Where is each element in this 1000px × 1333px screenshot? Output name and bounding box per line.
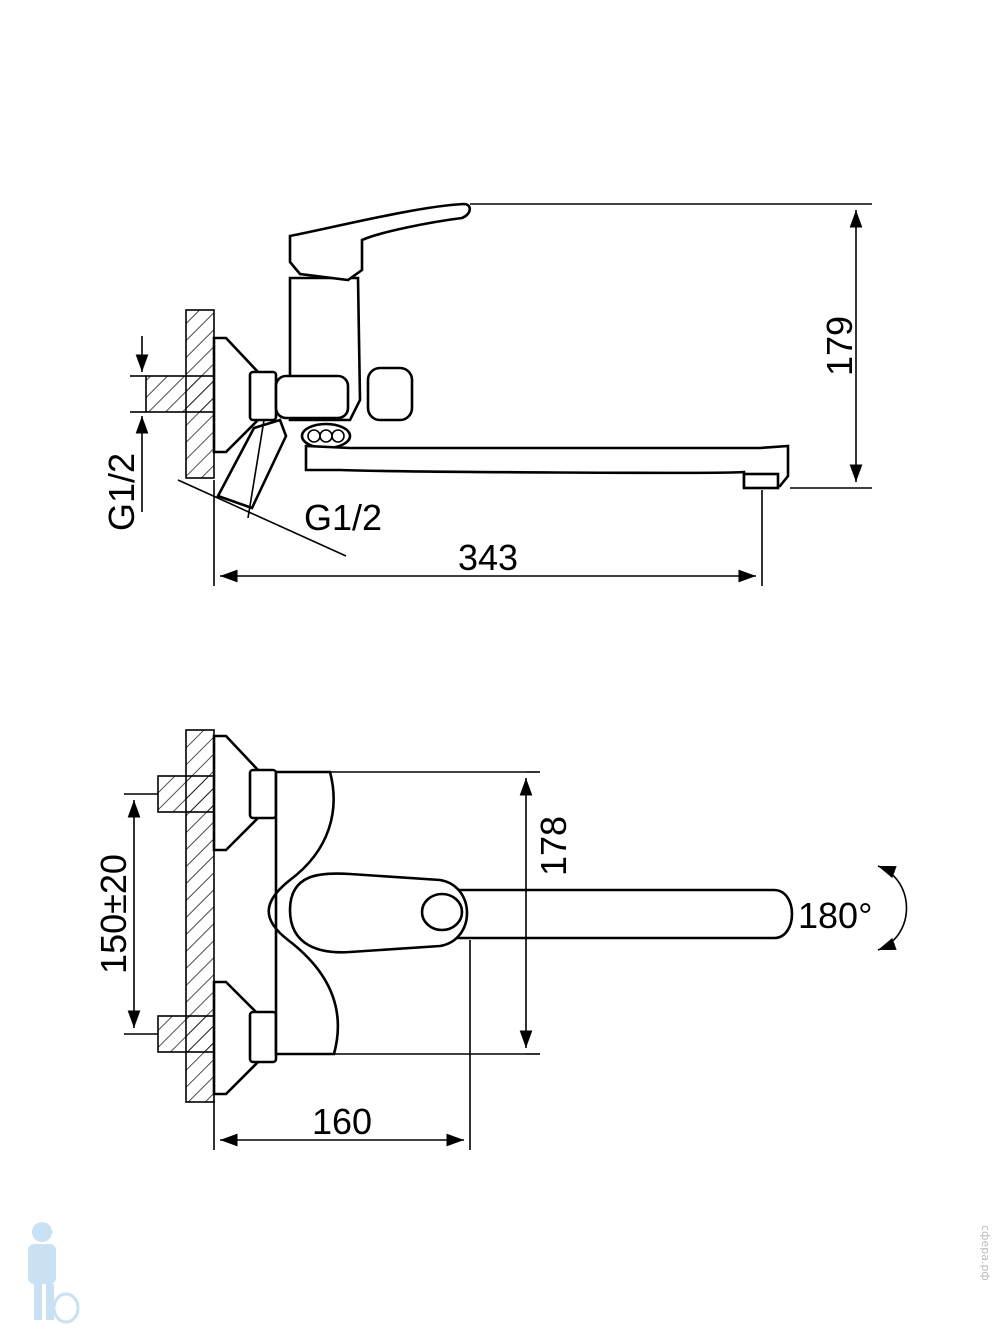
centers-150-label: 150±20 — [93, 854, 134, 974]
connector — [274, 374, 350, 420]
side-elevation-view: 179 343 G1/2 G1/2 — [101, 202, 872, 586]
thread-g12-left-label: G1/2 — [101, 453, 142, 531]
depth-160-label: 160 — [312, 1101, 372, 1142]
thread-g12-angled-label: G1/2 — [304, 497, 382, 538]
watermark-site-text: сфера.рф — [979, 1225, 992, 1281]
rotation-arrow — [877, 865, 908, 951]
height-178-label: 178 — [533, 816, 574, 876]
angled-inlet — [216, 418, 288, 510]
plan-body-outline — [276, 771, 526, 1055]
upper-inlet-pipe — [157, 775, 215, 813]
spout — [304, 444, 790, 488]
lower-hex-nut — [248, 1010, 278, 1064]
plan-view: 178 150±20 160 180° — [93, 729, 908, 1150]
lever-handle — [288, 202, 472, 282]
upper-hex-nut — [248, 768, 278, 820]
swivel-ring — [300, 422, 352, 450]
lever-handle-plan — [288, 872, 469, 954]
spout-plan — [438, 888, 794, 940]
inlet-pipe — [145, 375, 215, 413]
mixer-body-plan — [267, 770, 340, 1056]
diverter-knob — [366, 366, 414, 422]
lower-inlet-pipe — [157, 1015, 215, 1053]
plumber-mascot-icon — [28, 1222, 80, 1324]
aerator — [742, 472, 780, 490]
hex-nut — [248, 370, 278, 422]
length-343-label: 343 — [458, 537, 518, 578]
rotation-180-label: 180° — [798, 895, 872, 936]
handle-cap — [420, 892, 464, 932]
height-179-label: 179 — [819, 316, 860, 376]
